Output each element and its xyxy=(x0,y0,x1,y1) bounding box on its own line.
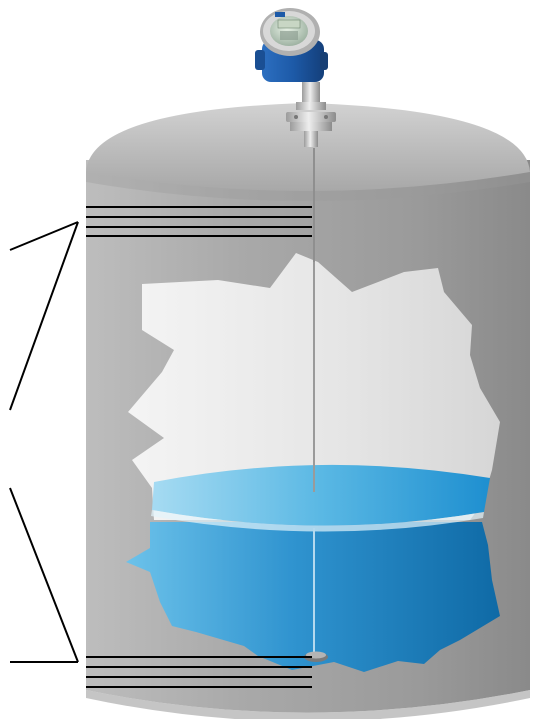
liquid-surface xyxy=(151,465,490,532)
callout-leader-lines xyxy=(10,222,78,662)
transmitter-housing xyxy=(255,8,328,82)
